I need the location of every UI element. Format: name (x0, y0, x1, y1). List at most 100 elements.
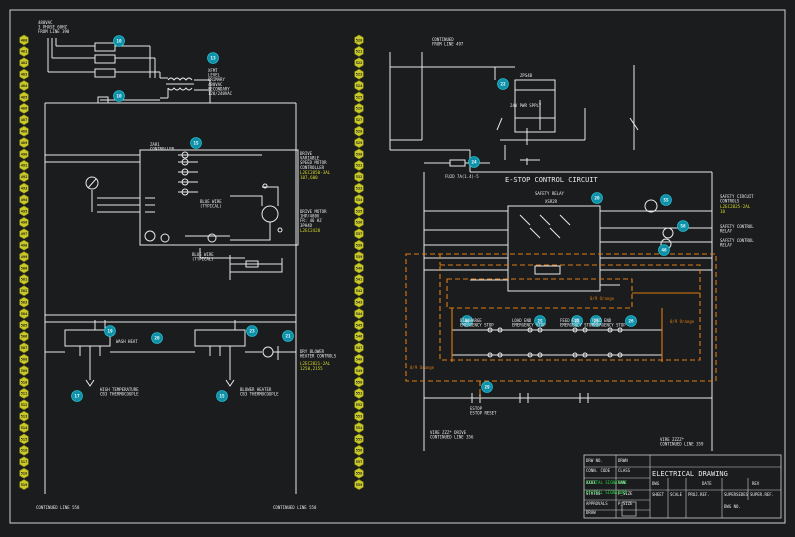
callout-number: 22 (500, 82, 506, 88)
mid-line-number: 536 (356, 221, 363, 225)
mid-line-number: 541 (356, 278, 363, 282)
mid-line-number: 526 (356, 107, 363, 111)
mid-line-number: 523 (356, 73, 363, 77)
left-sheet (44, 38, 299, 494)
left-line-hex (19, 182, 29, 194)
mid-line-hex (354, 228, 364, 240)
left-line-hex (19, 68, 29, 80)
mid-line-hex (354, 34, 364, 46)
continued-mid-label: CONTINUED LINE 558 (273, 505, 317, 510)
left-line-hex (19, 160, 29, 171)
title-block-cell: DRWN (618, 458, 628, 463)
orange-label-mid: 0/9 Orange (590, 296, 615, 301)
mid-line-hex (354, 296, 364, 308)
title-block-green-2: DIGITAL SIGNATURE (586, 490, 628, 495)
mid-line-hex (354, 125, 364, 137)
callout-bubble (590, 315, 602, 327)
title-block-green-1: DIGITAL SIGNATURE (586, 480, 628, 485)
callout-number: 15 (193, 141, 199, 147)
mid-line-hex (354, 433, 364, 445)
left-line-hex (19, 376, 29, 388)
title-block-cell: XXXX (586, 480, 596, 485)
mid-line-hex (354, 68, 364, 80)
mid-line-hex (354, 319, 364, 331)
left-line-hex (19, 262, 29, 274)
mid-line-hex (354, 205, 364, 217)
left-line-number: 514 (21, 426, 28, 430)
mid-line-hex (354, 137, 364, 148)
left-line-number: 503 (21, 301, 28, 305)
mid-line-number: 550 (356, 380, 363, 384)
mid-line-number: 558 (356, 472, 363, 476)
mid-line-hex (354, 262, 364, 274)
safety-relay-label: SAFETY RELAY (535, 191, 564, 196)
left-line-number: 483 (21, 73, 28, 77)
left-line-hex (19, 137, 29, 148)
mid-line-number: 522 (356, 61, 363, 65)
left-line-number: 510 (21, 380, 28, 384)
power-supply-tag: ZPS4B (520, 73, 533, 78)
callout-bubble (591, 192, 603, 204)
title-block-field: SHEET (652, 492, 665, 497)
callout-bubble (207, 52, 219, 64)
title-block-cell: P_SIZE (618, 501, 633, 506)
left-line-hex (19, 34, 29, 46)
callout-bubble (625, 315, 637, 327)
left-line-hex (19, 319, 29, 331)
left-line-number: 487 (21, 118, 28, 122)
mid-line-hex (354, 342, 364, 354)
mid-line-hex (354, 399, 364, 411)
left-line-number: 516 (21, 449, 28, 453)
mid-line-number: 532 (356, 175, 363, 179)
callout-bubble (282, 330, 294, 342)
left-line-hex (19, 410, 29, 422)
middle-line-numbers: 5205215225235245255265275285295305315325… (354, 34, 364, 490)
left-line-hex (19, 445, 29, 456)
mid-line-hex (354, 285, 364, 297)
mid-line-number: 557 (356, 460, 363, 464)
left-line-hex (19, 365, 29, 376)
left-line-number: 491 (21, 164, 28, 168)
left-line-number: 515 (21, 437, 28, 441)
left-line-number: 480 (21, 38, 28, 42)
mid-line-hex (354, 467, 364, 479)
mid-line-number: 549 (356, 369, 363, 373)
mid-line-number: 531 (356, 164, 363, 168)
callout-number: 17 (74, 394, 80, 400)
left-line-hex (19, 239, 29, 251)
orange-label-right: 0/9 Orange (670, 319, 695, 324)
mid-line-number: 546 (356, 335, 363, 339)
mid-line-number: 539 (356, 255, 363, 259)
left-line-number: 493 (21, 187, 28, 191)
callout-bubble (658, 244, 670, 256)
callout-number: 23 (249, 329, 255, 335)
callout-bubble (468, 156, 480, 168)
callout-bubble (534, 315, 546, 327)
left-line-number: 498 (21, 244, 28, 248)
mid-line-number: 551 (356, 392, 363, 396)
left-line-hex (19, 308, 29, 319)
title-block-logo-icon (621, 501, 637, 517)
left-line-number: 482 (21, 61, 28, 65)
left-line-hex (19, 331, 29, 342)
left-line-hex (19, 251, 29, 262)
callout-bubble (461, 315, 473, 327)
callout-bubble (497, 78, 509, 90)
left-line-hex (19, 388, 29, 399)
left-line-number: 502 (21, 289, 28, 293)
mid-line-hex (354, 148, 364, 160)
mid-line-hex (354, 194, 364, 205)
mid-line-number: 548 (356, 358, 363, 362)
mid-line-hex (354, 388, 364, 399)
left-line-hex (19, 342, 29, 354)
left-line-hex (19, 353, 29, 365)
